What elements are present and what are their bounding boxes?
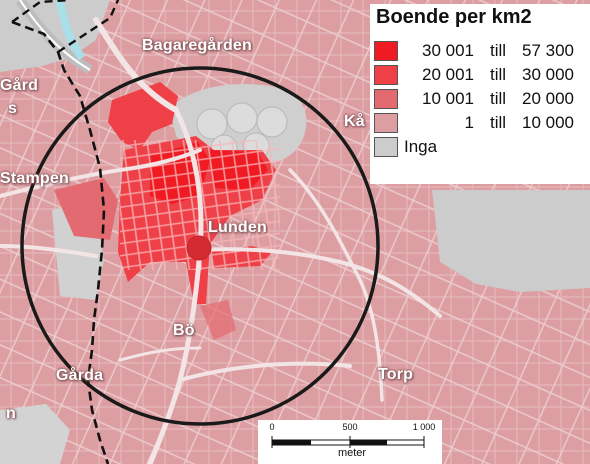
density-area-medium-west bbox=[54, 178, 118, 240]
scale-tick-0: 0 bbox=[269, 422, 275, 432]
legend-title: Boende per km2 bbox=[376, 6, 532, 28]
scale-unit: meter bbox=[337, 447, 367, 459]
place-label-stampen: Stampen bbox=[0, 170, 69, 187]
legend-swatch-class-3 bbox=[374, 89, 398, 109]
place-label-bagaregarden: Bagaregården bbox=[142, 37, 252, 54]
place-label-ka: Kå bbox=[344, 113, 365, 130]
center-point[interactable] bbox=[186, 235, 212, 261]
legend-swatch-class-4 bbox=[374, 113, 398, 133]
no-residents-area-east bbox=[432, 190, 590, 292]
place-label-s: s bbox=[8, 100, 18, 117]
district-boundary-line bbox=[11, 20, 110, 464]
district-boundary-line-north bbox=[11, 0, 120, 54]
legend-swatch-class-2 bbox=[374, 65, 398, 85]
scale-bar-graphic bbox=[271, 436, 425, 448]
no-residents-area-southwest bbox=[0, 404, 70, 464]
scale-tick-500: 500 bbox=[342, 422, 358, 432]
legend-label-class-none: Inga bbox=[404, 137, 438, 156]
place-label-garda: Gårda bbox=[56, 367, 104, 384]
scale-tick-1000: 1 000 bbox=[412, 422, 436, 432]
density-area-medium-south bbox=[200, 300, 236, 340]
legend-swatch-class-1 bbox=[374, 41, 398, 61]
transport-corridor bbox=[15, 0, 93, 75]
place-label-lunden: Lunden bbox=[208, 219, 267, 236]
buffer-circle bbox=[20, 66, 380, 426]
legend-swatch-class-none bbox=[374, 137, 398, 157]
legend-row-class-none: Inga bbox=[374, 136, 590, 158]
place-label-torp: Torp bbox=[378, 366, 414, 383]
place-label-n: n bbox=[6, 405, 16, 422]
place-label-gard: Gård bbox=[0, 77, 39, 94]
place-label-bo: Bö bbox=[173, 322, 195, 339]
scale-bar: 0 500 1 000 meter bbox=[258, 420, 442, 464]
